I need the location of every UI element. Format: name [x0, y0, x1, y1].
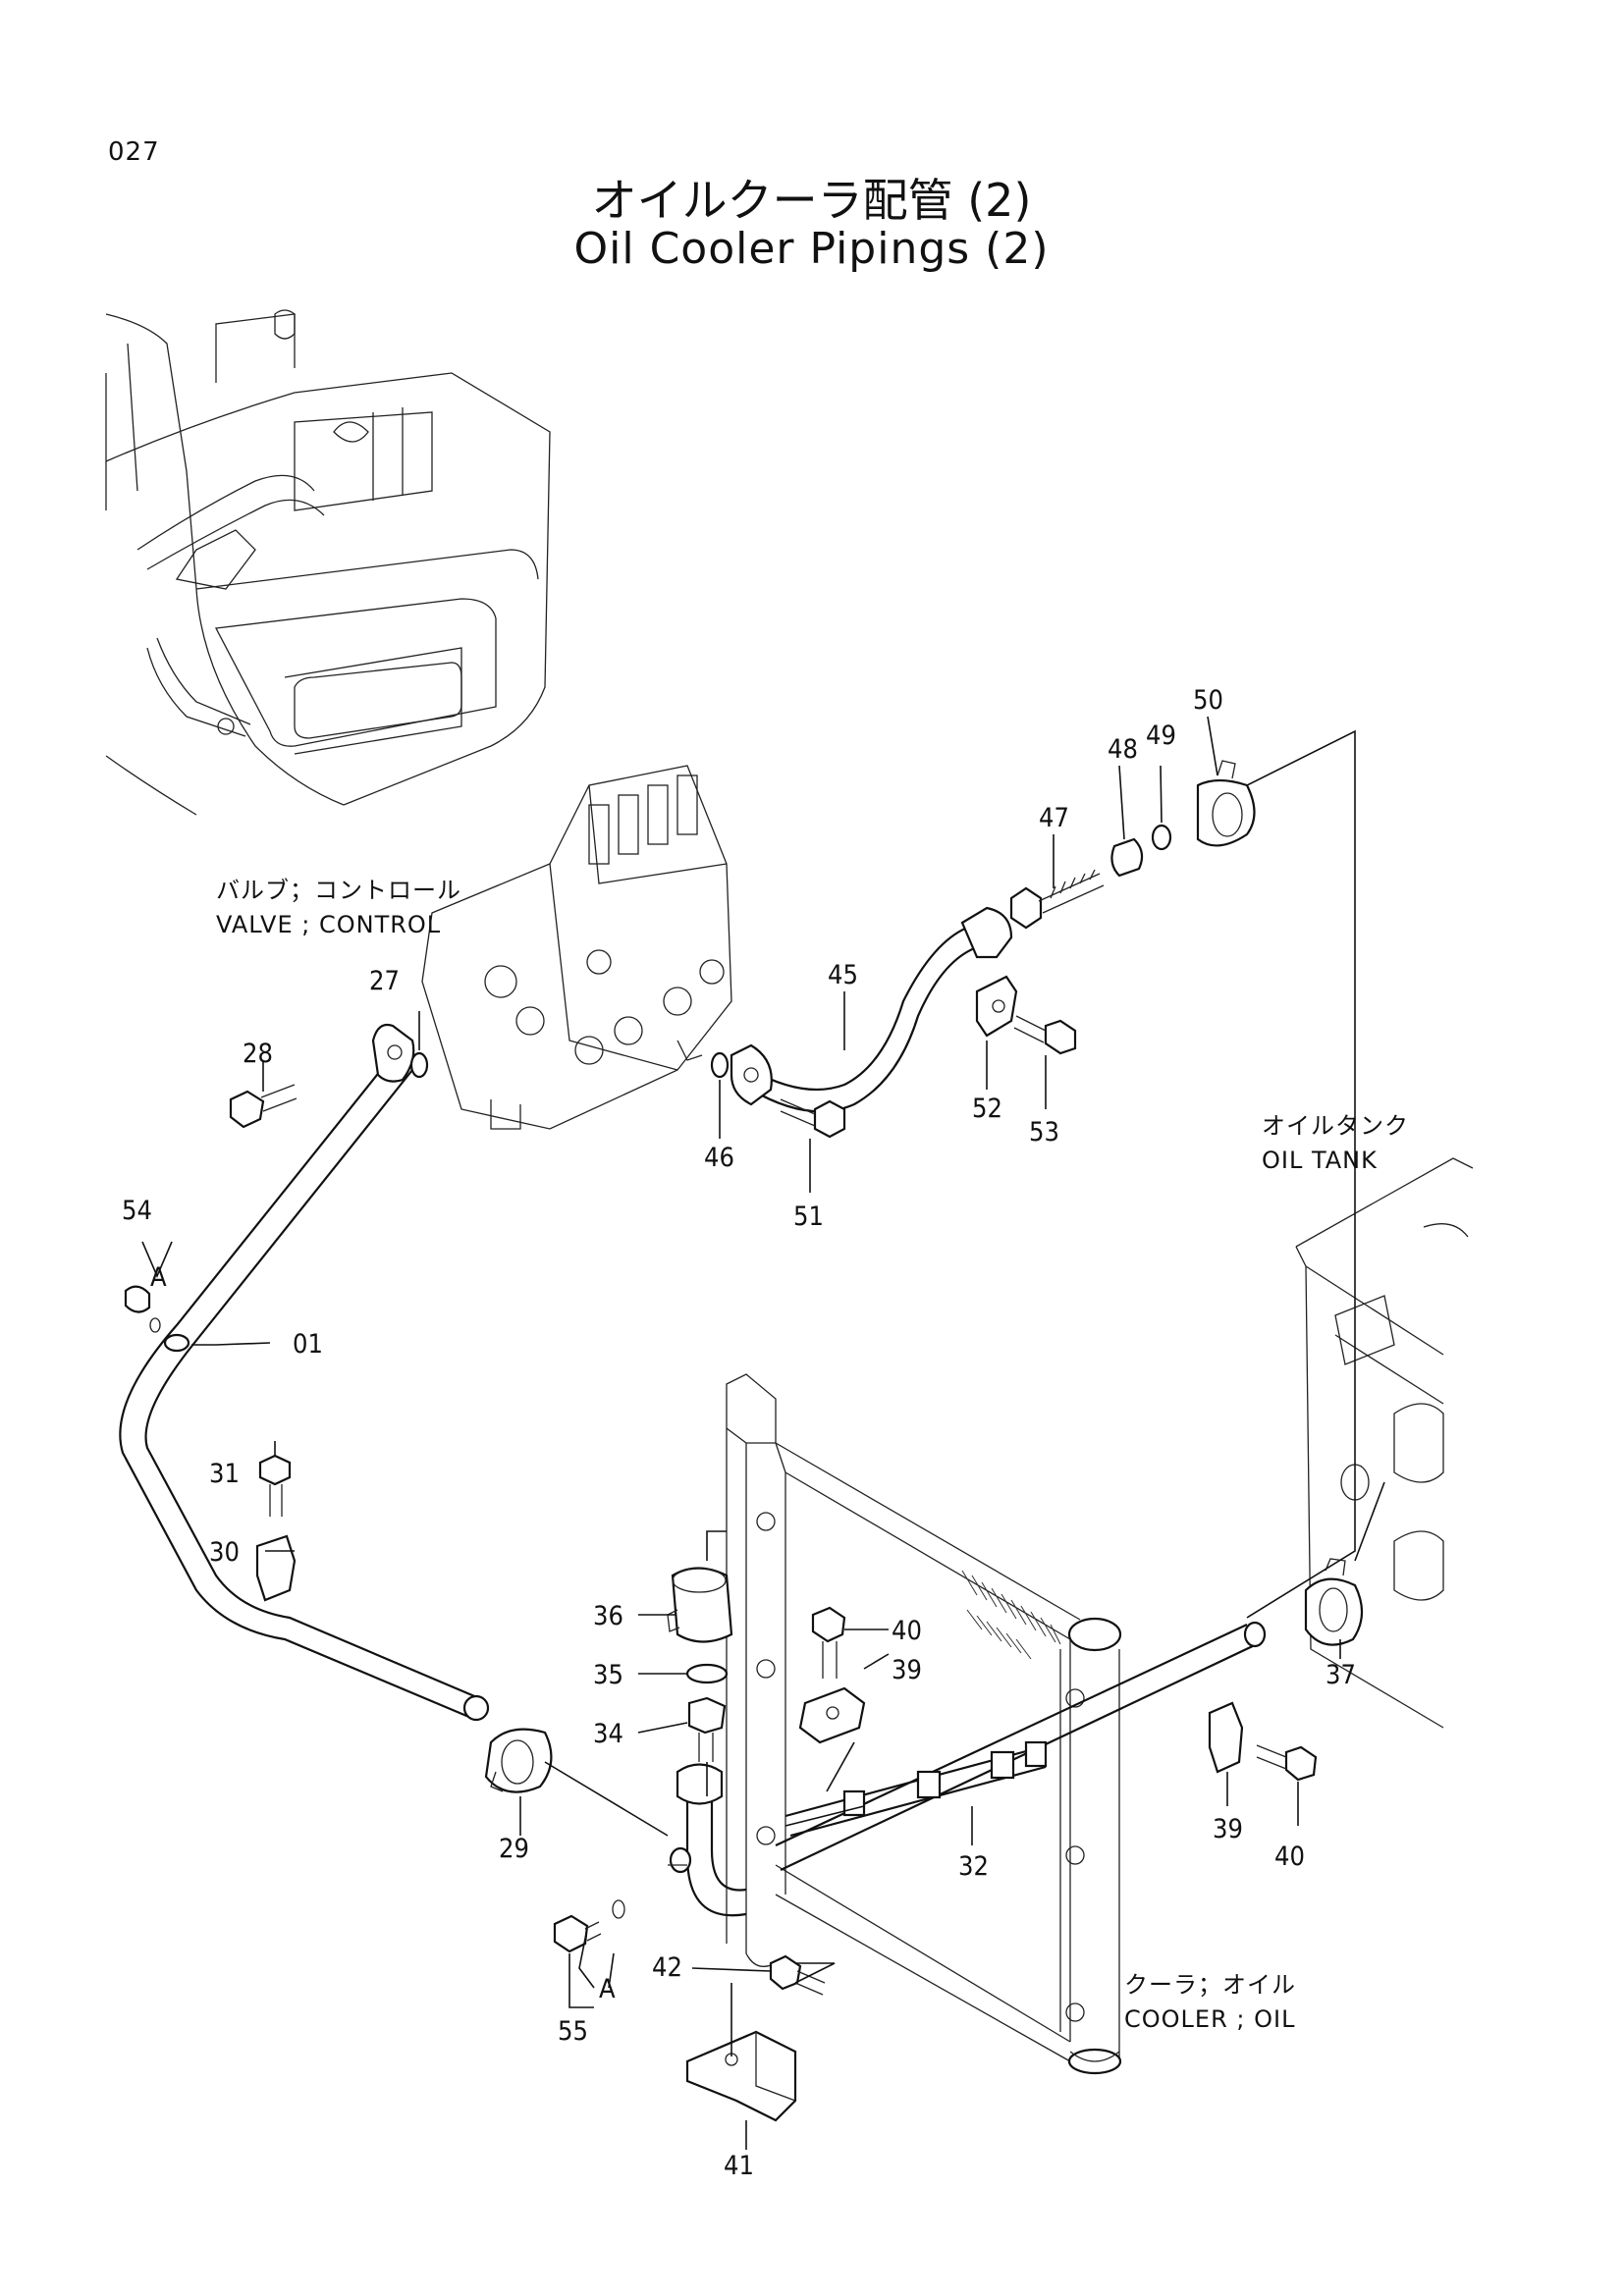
callout-30: 30	[209, 1537, 240, 1568]
part-35-ring	[685, 1663, 729, 1684]
callout-31: 31	[209, 1459, 240, 1489]
callout-35: 35	[593, 1660, 623, 1690]
callout-55: 55	[558, 2016, 588, 2047]
cooler-label-japanese: クーラ；オイル	[1124, 1971, 1296, 1999]
part-52-clip	[975, 975, 1018, 1038]
part-31-bolt	[258, 1454, 292, 1517]
part-41-bracket	[685, 2030, 797, 2122]
page-title-japanese: オイルクーラ配管 (2)	[591, 174, 1032, 227]
callout-28: 28	[243, 1039, 273, 1069]
part-39-clip-lower	[1208, 1701, 1244, 1774]
tank-label-english: OIL TANK	[1262, 1147, 1378, 1174]
part-51-bolt	[780, 1098, 846, 1139]
callout-51: 51	[793, 1201, 824, 1232]
part-49-ring	[1151, 824, 1172, 851]
elbow-fitting	[668, 1763, 747, 1917]
callout-41: 41	[724, 2151, 754, 2181]
part-28-bolt	[229, 1084, 298, 1129]
part-40-bolt-lower	[1256, 1744, 1318, 1782]
part-36-clamp	[667, 1567, 733, 1643]
callout-53: 53	[1029, 1117, 1059, 1148]
callout-32: 32	[958, 1851, 989, 1882]
callout-47: 47	[1039, 803, 1069, 833]
part-50-clamp	[1196, 760, 1256, 847]
pipe-32-branch	[784, 1740, 1048, 1838]
callout-46: 46	[704, 1143, 734, 1173]
callout-01: 01	[293, 1329, 323, 1360]
callout-48: 48	[1108, 734, 1138, 765]
valve-label-english: VALVE ; CONTROL	[216, 911, 441, 938]
part-53-bolt	[1013, 1015, 1077, 1055]
tank-label-japanese: オイルタンク	[1262, 1112, 1409, 1140]
part-29-clamp	[484, 1728, 553, 1793]
pipe-32	[775, 1621, 1267, 1871]
callout-40-lower: 40	[1274, 1842, 1305, 1872]
part-37-clamp	[1304, 1558, 1364, 1646]
leader-lines	[141, 716, 1385, 2150]
callout-54: 54	[122, 1196, 152, 1226]
callout-52: 52	[972, 1094, 1002, 1124]
callout-49: 49	[1146, 721, 1176, 751]
part-55-bolt	[553, 1899, 625, 1953]
callout-42: 42	[652, 1952, 682, 1983]
page-title-english: Oil Cooler Pipings (2)	[573, 224, 1050, 274]
cooler-label-english: COOLER ; OIL	[1124, 2005, 1295, 2033]
part-39-clip-upper	[798, 1686, 866, 1744]
part-42-bolt	[769, 1954, 826, 1996]
part-34-fitting	[687, 1696, 727, 1762]
pipe-45	[730, 906, 1013, 1113]
machine-body-drawing	[105, 309, 551, 816]
callout-27: 27	[369, 966, 400, 996]
callout-numbers: 01 27 28 29 30 31 32 34 35 36 37 39 39 4…	[122, 685, 1356, 2181]
callout-50: 50	[1193, 685, 1223, 716]
callout-45: 45	[828, 960, 858, 990]
part-48-bushing	[1110, 837, 1144, 878]
valve-label-japanese: バルブ；コントロール	[216, 877, 461, 904]
reference-mark-a-upper: A	[150, 1262, 167, 1293]
callout-29: 29	[499, 1834, 529, 1864]
callout-37: 37	[1325, 1660, 1356, 1690]
oil-tank-drawing	[1295, 1157, 1474, 1729]
part-46-o-ring	[710, 1051, 730, 1079]
callout-34: 34	[593, 1719, 623, 1749]
control-valve-drawing	[421, 765, 732, 1130]
part-30-clip	[255, 1534, 297, 1602]
callout-36: 36	[593, 1601, 623, 1631]
flange-01-top	[371, 1023, 415, 1083]
page-number: 027	[108, 137, 160, 167]
part-47-bolt	[1009, 869, 1105, 930]
part-54-plug	[124, 1285, 161, 1333]
reference-mark-a-lower: A	[599, 1974, 616, 2004]
pipe-01	[119, 1054, 490, 1722]
part-27-o-ring	[409, 1051, 429, 1079]
callout-39-lower: 39	[1213, 1814, 1243, 1844]
component-captions: バルブ；コントロール VALVE ; CONTROL オイルタンク OIL TA…	[216, 877, 1409, 2033]
part-40-bolt-upper	[811, 1606, 846, 1679]
callout-40-upper: 40	[892, 1616, 922, 1646]
callout-39-upper: 39	[892, 1655, 922, 1685]
